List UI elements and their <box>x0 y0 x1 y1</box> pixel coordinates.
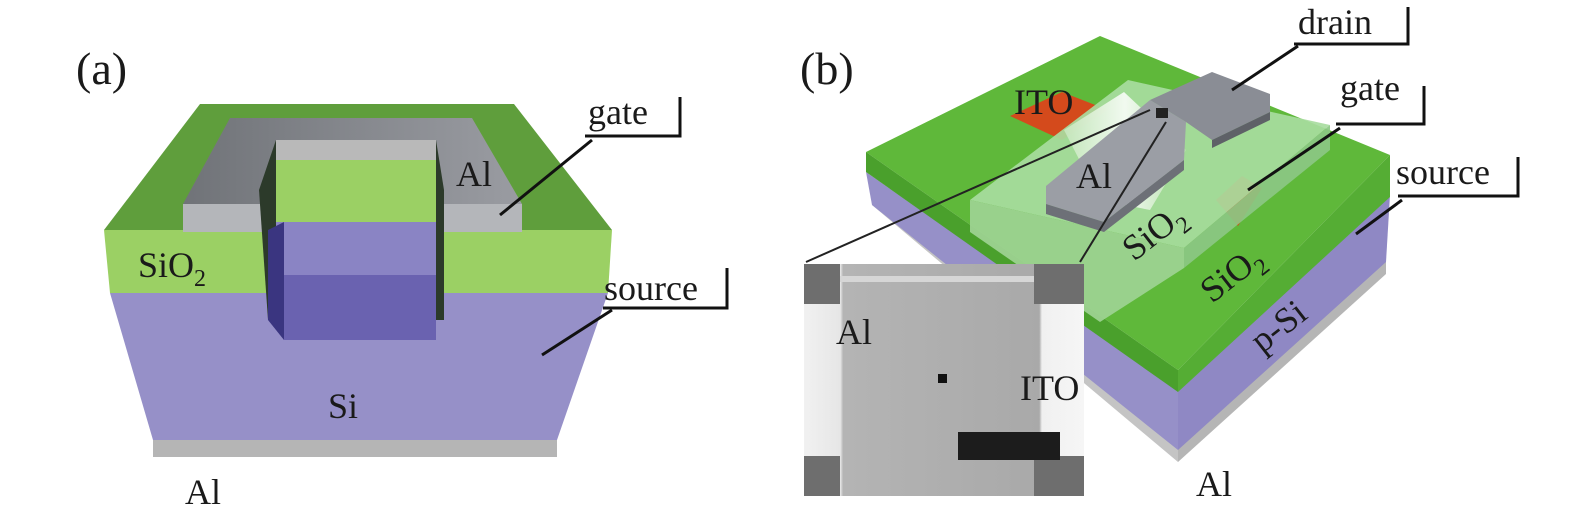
a-al-gate-front-left <box>183 204 276 232</box>
b-drain-leader-line <box>1231 44 1299 92</box>
b-sem-inset <box>804 264 1084 496</box>
b-drain-label: drain <box>1298 2 1372 42</box>
inset-scale-bar <box>958 432 1060 460</box>
inset-al-label: Al <box>836 312 872 352</box>
a-gate-leader-line <box>499 138 593 217</box>
a-trench-floor <box>276 275 436 340</box>
b-zoom-line-right <box>1079 121 1167 263</box>
b-source-leader-line <box>1355 198 1403 236</box>
b-al-bottom-right <box>1178 260 1386 462</box>
b-al-electrode-strip <box>1046 100 1186 222</box>
b-zoom-line-left <box>805 109 1151 263</box>
b-al-strip-shadow <box>1046 160 1184 232</box>
b-gate-callout-bracket <box>1336 86 1426 126</box>
b-drain-pad <box>1150 72 1270 140</box>
b-oxide-front-right <box>1178 155 1390 392</box>
b-source-callout-bracket <box>1398 157 1520 198</box>
a-source-callout-bracket <box>603 268 729 310</box>
b-sio2-glass-front <box>970 200 1184 322</box>
a-si-body <box>110 293 608 440</box>
inset-top-band <box>804 276 1084 282</box>
a-al-gate-front-right <box>438 204 522 232</box>
panel-a-label: (a) <box>76 43 127 94</box>
panel-b-label: (b) <box>800 43 854 94</box>
inset-pore-dot <box>938 374 947 383</box>
a-trench-back-gray <box>276 140 436 160</box>
a-al-bottom-label: Al <box>185 472 221 512</box>
b-gate-label: gate <box>1340 68 1400 108</box>
b-psi-right-side <box>1178 195 1390 450</box>
a-gate-label: gate <box>588 92 648 132</box>
b-source-label: source <box>1396 152 1490 192</box>
a-si-label: Si <box>328 386 358 426</box>
b-ito-label: ITO <box>1014 82 1073 122</box>
inset-corner-tl <box>804 264 840 304</box>
panel-a-diagram <box>104 97 729 457</box>
inset-corner-br <box>1034 456 1084 496</box>
inset-corner-tr <box>1034 264 1084 304</box>
a-al-top-label: Al <box>456 154 492 194</box>
inset-corner-bl <box>804 456 840 496</box>
a-trench-left-purple <box>268 222 284 340</box>
a-source-leader-line <box>541 308 613 357</box>
b-al-label: Al <box>1076 156 1112 196</box>
b-ito-pad-top <box>1010 92 1108 140</box>
a-gate-callout-bracket <box>585 97 682 138</box>
a-al-bottom-layer <box>153 440 557 457</box>
a-trench-back-purple <box>276 222 436 275</box>
a-trench-back-green <box>276 160 436 222</box>
a-source-label: source <box>604 268 698 308</box>
a-sio2-label: SiO2 <box>138 245 206 292</box>
b-drain-pad-side <box>1212 112 1270 148</box>
inset-ito-label: ITO <box>1020 368 1079 408</box>
panel-b-diagram <box>805 7 1520 462</box>
b-gate-leader-line <box>1247 126 1341 192</box>
b-drain-callout-bracket <box>1294 7 1410 46</box>
b-pore-marker <box>1156 108 1168 118</box>
b-al-bottom-label: Al <box>1196 464 1232 504</box>
